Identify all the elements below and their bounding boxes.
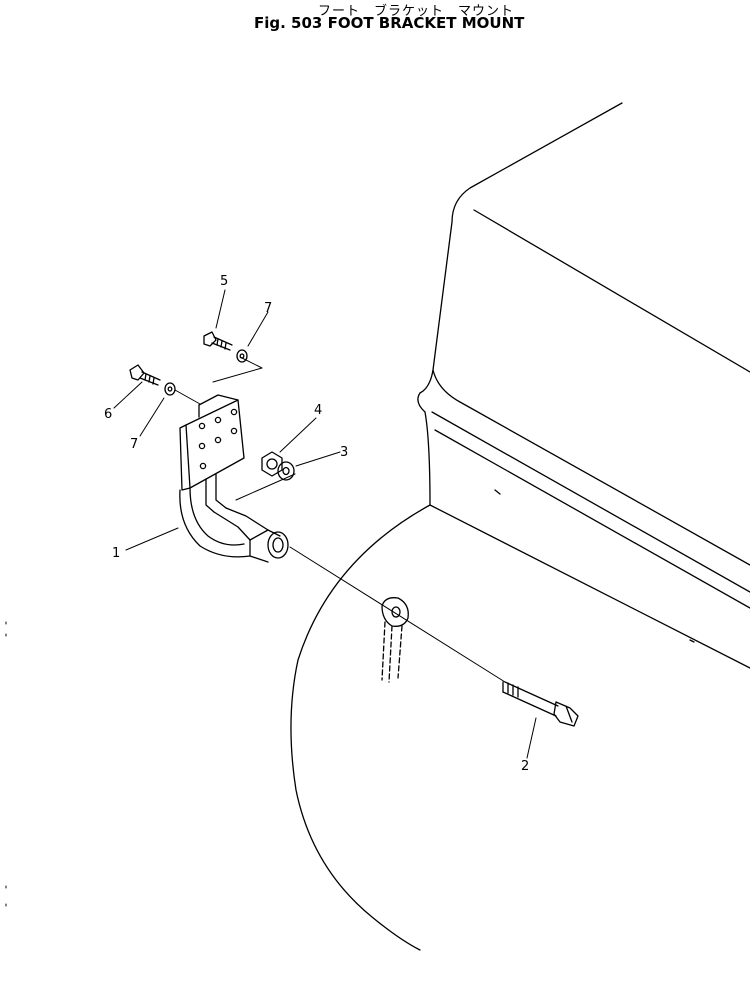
pin-bolt (502, 681, 579, 727)
figure-title: Fig. 503 FOOT BRACKET MOUNT (254, 14, 525, 32)
callout-4: 4 (314, 403, 323, 418)
foot-bracket (179, 394, 289, 563)
nut-and-washer (261, 451, 295, 481)
callout-1: 1 (112, 546, 121, 561)
link-rod (381, 597, 409, 683)
callout-7-lower: 7 (130, 437, 139, 452)
callout-2: 2 (521, 759, 530, 774)
bolts-and-washers (129, 331, 248, 396)
leader-lines (113, 289, 537, 759)
callout-7-upper: 7 (264, 301, 273, 316)
callout-5: 5 (220, 274, 229, 289)
callout-3: 3 (340, 445, 349, 460)
assembly-lines (174, 356, 506, 683)
figure-title-japanese: フート ブラケット マウント (318, 4, 515, 19)
callout-6: 6 (104, 407, 113, 422)
machine-body (290, 102, 750, 951)
